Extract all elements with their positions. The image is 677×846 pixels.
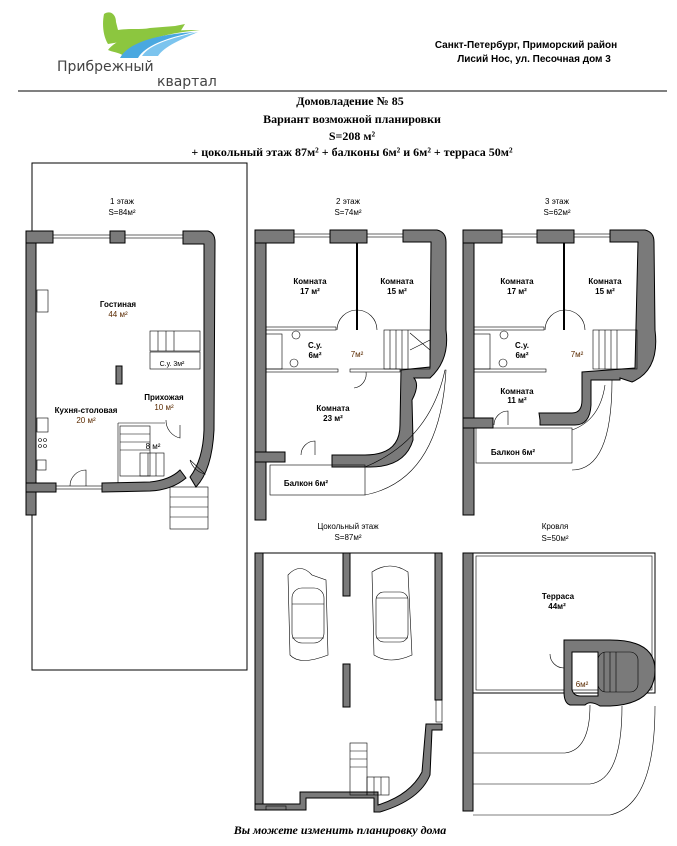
room-living-name: Гостиная <box>100 300 136 309</box>
basement-plan: Цокольный этаж S=87м² <box>254 522 443 813</box>
stair-area: 8 м² <box>146 442 161 451</box>
f2-wc-area: 6м² <box>308 351 321 360</box>
terrace-name: Терраса <box>542 592 575 601</box>
f2-room3-area: 23 м² <box>323 414 343 423</box>
f3-wc-area: 6м² <box>515 351 528 360</box>
f3-room1-area: 17 м² <box>507 287 527 296</box>
basement-area: S=87м² <box>334 533 361 542</box>
floor-1-name: 1 этаж <box>110 197 135 206</box>
f3-wc-name: С.у. <box>515 341 529 350</box>
logo: Прибрежный квартал <box>57 12 217 90</box>
title-line1: Домовладение № 85 <box>296 94 403 108</box>
f3-room3-name: Комната <box>500 387 534 396</box>
f2-room2-area: 15 м² <box>387 287 407 296</box>
f3-room3-area: 11 м² <box>507 396 527 405</box>
room-hall-name: Прихожая <box>144 393 184 402</box>
logo-text-line2: квартал <box>157 74 217 90</box>
room-kitchen-name: Кухня-столовая <box>55 406 118 415</box>
floor-1-area: S=84м² <box>108 208 135 217</box>
f2-hall-area: 7м² <box>351 350 364 359</box>
floor-3-name: 3 этаж <box>545 197 570 206</box>
roof-plan: Кровля S=50м² Терраса 44м² 6м² <box>462 522 656 816</box>
floor-3-area: S=62м² <box>543 208 570 217</box>
floor-3-plan: 3 этаж S=62м² Комната 17 м² Комната 15 м… <box>462 197 657 516</box>
f3-hall-area: 7м² <box>571 350 584 359</box>
room-living-area: 44 м² <box>108 310 128 319</box>
title-line3: S=208 м² <box>329 129 376 143</box>
floor-2-plan: 2 этаж S=74м² Комната 17 м² Комната 15 м… <box>254 197 448 521</box>
floor-2-area: S=74м² <box>334 208 361 217</box>
roof-stair-area: 6м² <box>576 680 589 689</box>
address-line1: Санкт-Петербург, Приморский район <box>435 39 617 51</box>
car-icon <box>287 568 329 661</box>
title-line4: + цокольный этаж 87м² + балконы 6м² и 6м… <box>191 145 513 159</box>
floor-1-plan: 1 этаж S=84м² <box>25 162 248 671</box>
footer-note: Вы можете изменить планировку дома <box>233 823 447 837</box>
roof-area: S=50м² <box>541 534 568 543</box>
room-kitchen-area: 20 м² <box>76 416 96 425</box>
terrace-area: 44м² <box>548 602 566 611</box>
f2-room3-name: Комната <box>316 404 350 413</box>
room-hall-area: 10 м² <box>154 403 174 412</box>
f2-wc-name: С.у. <box>308 341 322 350</box>
car-icon <box>371 565 413 661</box>
room-wc-label: С.у. 3м² <box>160 361 185 368</box>
f3-room2-name: Комната <box>588 277 622 286</box>
roof-name: Кровля <box>542 522 569 531</box>
f2-balcony: Балкон 6м² <box>284 479 328 488</box>
address-line2: Лисий Нос, ул. Песочная дом 3 <box>457 54 611 65</box>
f2-room1-name: Комната <box>293 277 327 286</box>
f3-balcony: Балкон 6м² <box>491 448 535 457</box>
logo-text-line1: Прибрежный <box>57 59 154 75</box>
f2-room1-area: 17 м² <box>300 287 320 296</box>
f3-room2-area: 15 м² <box>595 287 615 296</box>
basement-name: Цокольный этаж <box>317 522 379 531</box>
floor-2-name: 2 этаж <box>336 197 361 206</box>
title-line2: Вариант возможной планировки <box>263 112 441 126</box>
f3-room1-name: Комната <box>500 277 534 286</box>
f2-room2-name: Комната <box>380 277 414 286</box>
